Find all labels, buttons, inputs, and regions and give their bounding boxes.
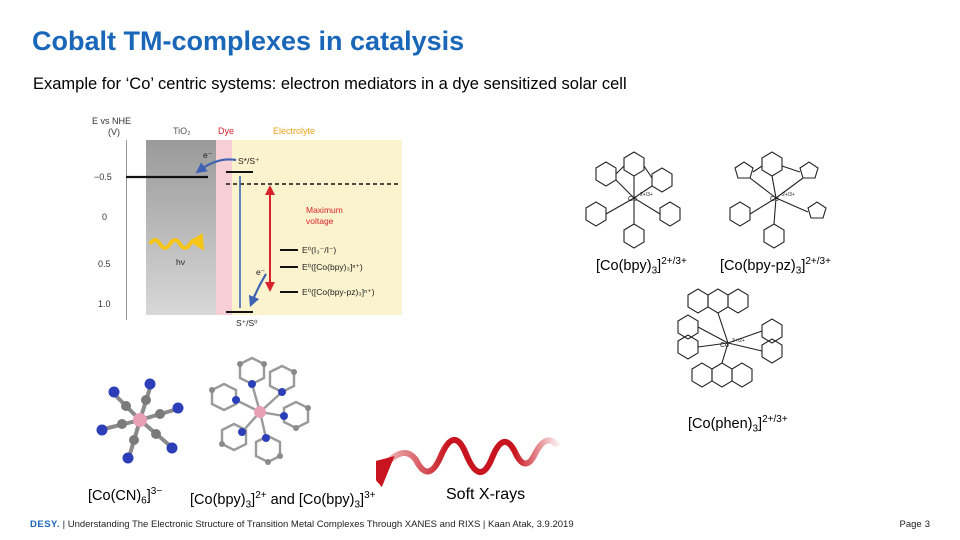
metal-label: Co [720, 342, 729, 349]
co-phen-structure: Co 3+/2+ [677, 288, 783, 388]
axis-frame [126, 140, 127, 320]
label-co-bpy: [Co(bpy)3]2+/3+ [596, 256, 687, 277]
co-bpy-model [209, 356, 311, 465]
label-co-cn6: [Co(CN)6]3− [88, 486, 163, 507]
co-bpy-structure: Co 2+/3+ [585, 151, 681, 249]
regeneration-arrow [248, 273, 267, 308]
injection-arrow [195, 158, 237, 174]
page-label: Page [899, 519, 922, 530]
label-co-bpy-both: [Co(bpy)3]2+ and [Co(bpy)3]3+ [190, 490, 376, 511]
cobalt-atom [133, 413, 147, 427]
metal-charge: 3+/2+ [732, 338, 745, 344]
metal-label: Co [770, 196, 779, 203]
label-excited: S*/S⁺ [238, 156, 260, 166]
label-hv: hν [176, 257, 185, 267]
xray-wave-icon [376, 437, 559, 488]
header-tio2: TiO₂ [173, 126, 191, 136]
metal-label: Co [628, 196, 637, 203]
energy-level-diagram: E vs NHE (V) TiO₂ Dye Electrolyte −0.5 0… [92, 116, 402, 328]
co-cn6-model [96, 378, 184, 464]
label-e3: E⁰([Co(bpy-pz)₃]ⁿ⁺) [302, 287, 375, 297]
label-max-voltage-2: voltage [306, 216, 334, 226]
footer-text: | Understanding The Electronic Structure… [59, 519, 574, 530]
label-electron: e⁻ [203, 150, 213, 160]
label-max-voltage-1: Maximum [306, 205, 343, 215]
soft-xrays-label: Soft X-rays [446, 486, 526, 503]
label-e1: E⁰(I₃⁻/I⁻) [302, 245, 336, 255]
page-value: 3 [924, 519, 930, 530]
co-bpypz-structure: Co 2+/3+ [729, 151, 827, 249]
tick-0: 0 [102, 212, 107, 222]
label-electron-2: e⁻ [256, 267, 266, 277]
footer: DESY. | Understanding The Electronic Str… [30, 519, 574, 530]
metal-charge: 2+/3+ [782, 192, 795, 198]
header-electrolyte: Electrolyte [273, 126, 315, 136]
label-ground: S⁺/S⁰ [236, 318, 258, 328]
cobalt-atom [254, 406, 266, 418]
axis-ticks: −0.5 0 0.5 1.0 [94, 172, 112, 309]
hv-wave [148, 232, 205, 251]
slide-subtitle: Example for ‘Co’ centric systems: electr… [33, 75, 627, 93]
metal-charge: 2+/3+ [640, 192, 653, 198]
label-e2: E⁰([Co(bpy)₃]ⁿ⁺) [302, 262, 363, 272]
desy-logo: DESY. [30, 519, 60, 530]
label-co-bpypz: [Co(bpy-pz)3]2+/3+ [720, 256, 831, 277]
tick-neg05: −0.5 [94, 172, 112, 182]
tick-05: 0.5 [98, 259, 111, 269]
tick-10: 1.0 [98, 299, 111, 309]
slide-title: Cobalt TM-complexes in catalysis [32, 26, 465, 56]
dye-region [216, 140, 232, 315]
label-co-phen: [Co(phen)3]2+/3+ [688, 414, 788, 435]
header-dye: Dye [218, 126, 234, 136]
axis-title-1: E vs NHE [92, 116, 131, 126]
axis-title-2: (V) [108, 127, 120, 137]
